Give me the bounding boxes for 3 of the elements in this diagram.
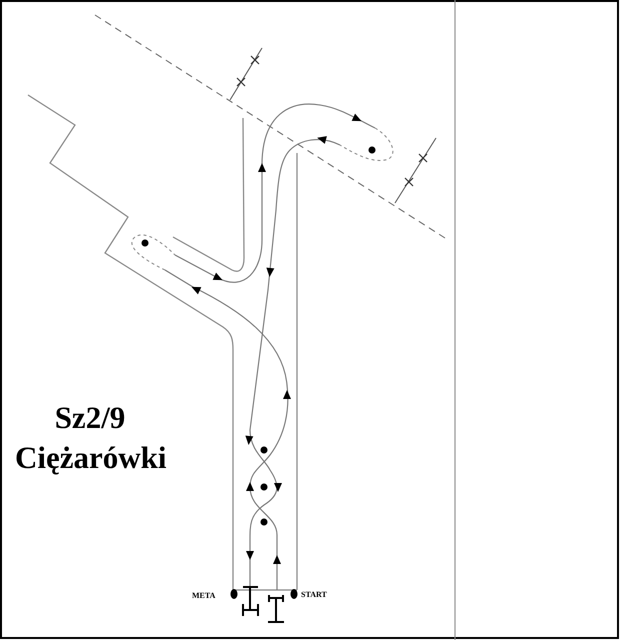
point-label: META xyxy=(192,591,216,600)
title: Sz2/9 Ciężarówki xyxy=(15,399,165,477)
point-label: START xyxy=(301,590,327,599)
